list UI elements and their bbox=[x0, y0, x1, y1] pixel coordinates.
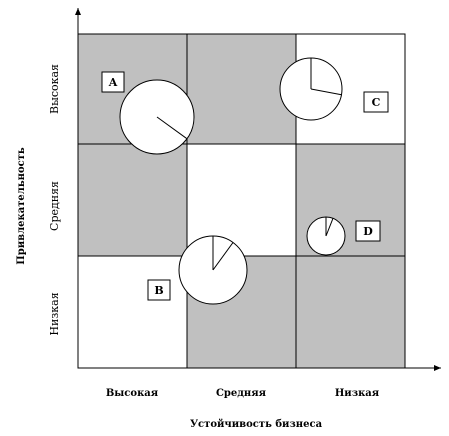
unit-d-label-box bbox=[355, 220, 381, 242]
y-axis-title: Привлекательность bbox=[16, 147, 27, 265]
unit-a-label: A bbox=[108, 76, 118, 89]
unit-c: C bbox=[279, 57, 389, 121]
unit-b-label-box bbox=[147, 279, 171, 301]
cell-low-attractiveness-low-stability bbox=[295, 255, 406, 369]
unit-b: B bbox=[147, 235, 248, 305]
row-label-low: Низкая bbox=[48, 292, 61, 335]
column-label-medium: Средняя bbox=[216, 388, 267, 399]
column-label-low: Низкая bbox=[335, 388, 380, 399]
unit-a-label-box bbox=[101, 71, 125, 93]
unit-c-label-box bbox=[363, 91, 389, 113]
cell-medium-attractiveness-high-stability bbox=[77, 143, 188, 257]
unit-d-share-radius bbox=[325, 218, 334, 237]
matrix-grid bbox=[77, 33, 406, 369]
row-label-high: Высокая bbox=[48, 64, 61, 114]
x-axis-title: Устойчивость бизнеса bbox=[190, 419, 323, 430]
unit-d-label: D bbox=[363, 225, 373, 238]
unit-d: D bbox=[306, 216, 381, 256]
unit-a: A bbox=[101, 71, 195, 155]
cell-high-attractiveness-medium-stability bbox=[186, 33, 297, 145]
row-label-medium: Средняя bbox=[48, 181, 61, 231]
cell-low-attractiveness-high-stability bbox=[77, 255, 188, 369]
unit-b-share-radius bbox=[212, 242, 234, 271]
column-label-high: Высокая bbox=[106, 388, 159, 399]
unit-b-label: B bbox=[154, 284, 163, 297]
unit-c-label: C bbox=[372, 96, 381, 109]
unit-c-share-radius bbox=[310, 88, 342, 96]
unit-a-share-radius bbox=[156, 116, 188, 140]
